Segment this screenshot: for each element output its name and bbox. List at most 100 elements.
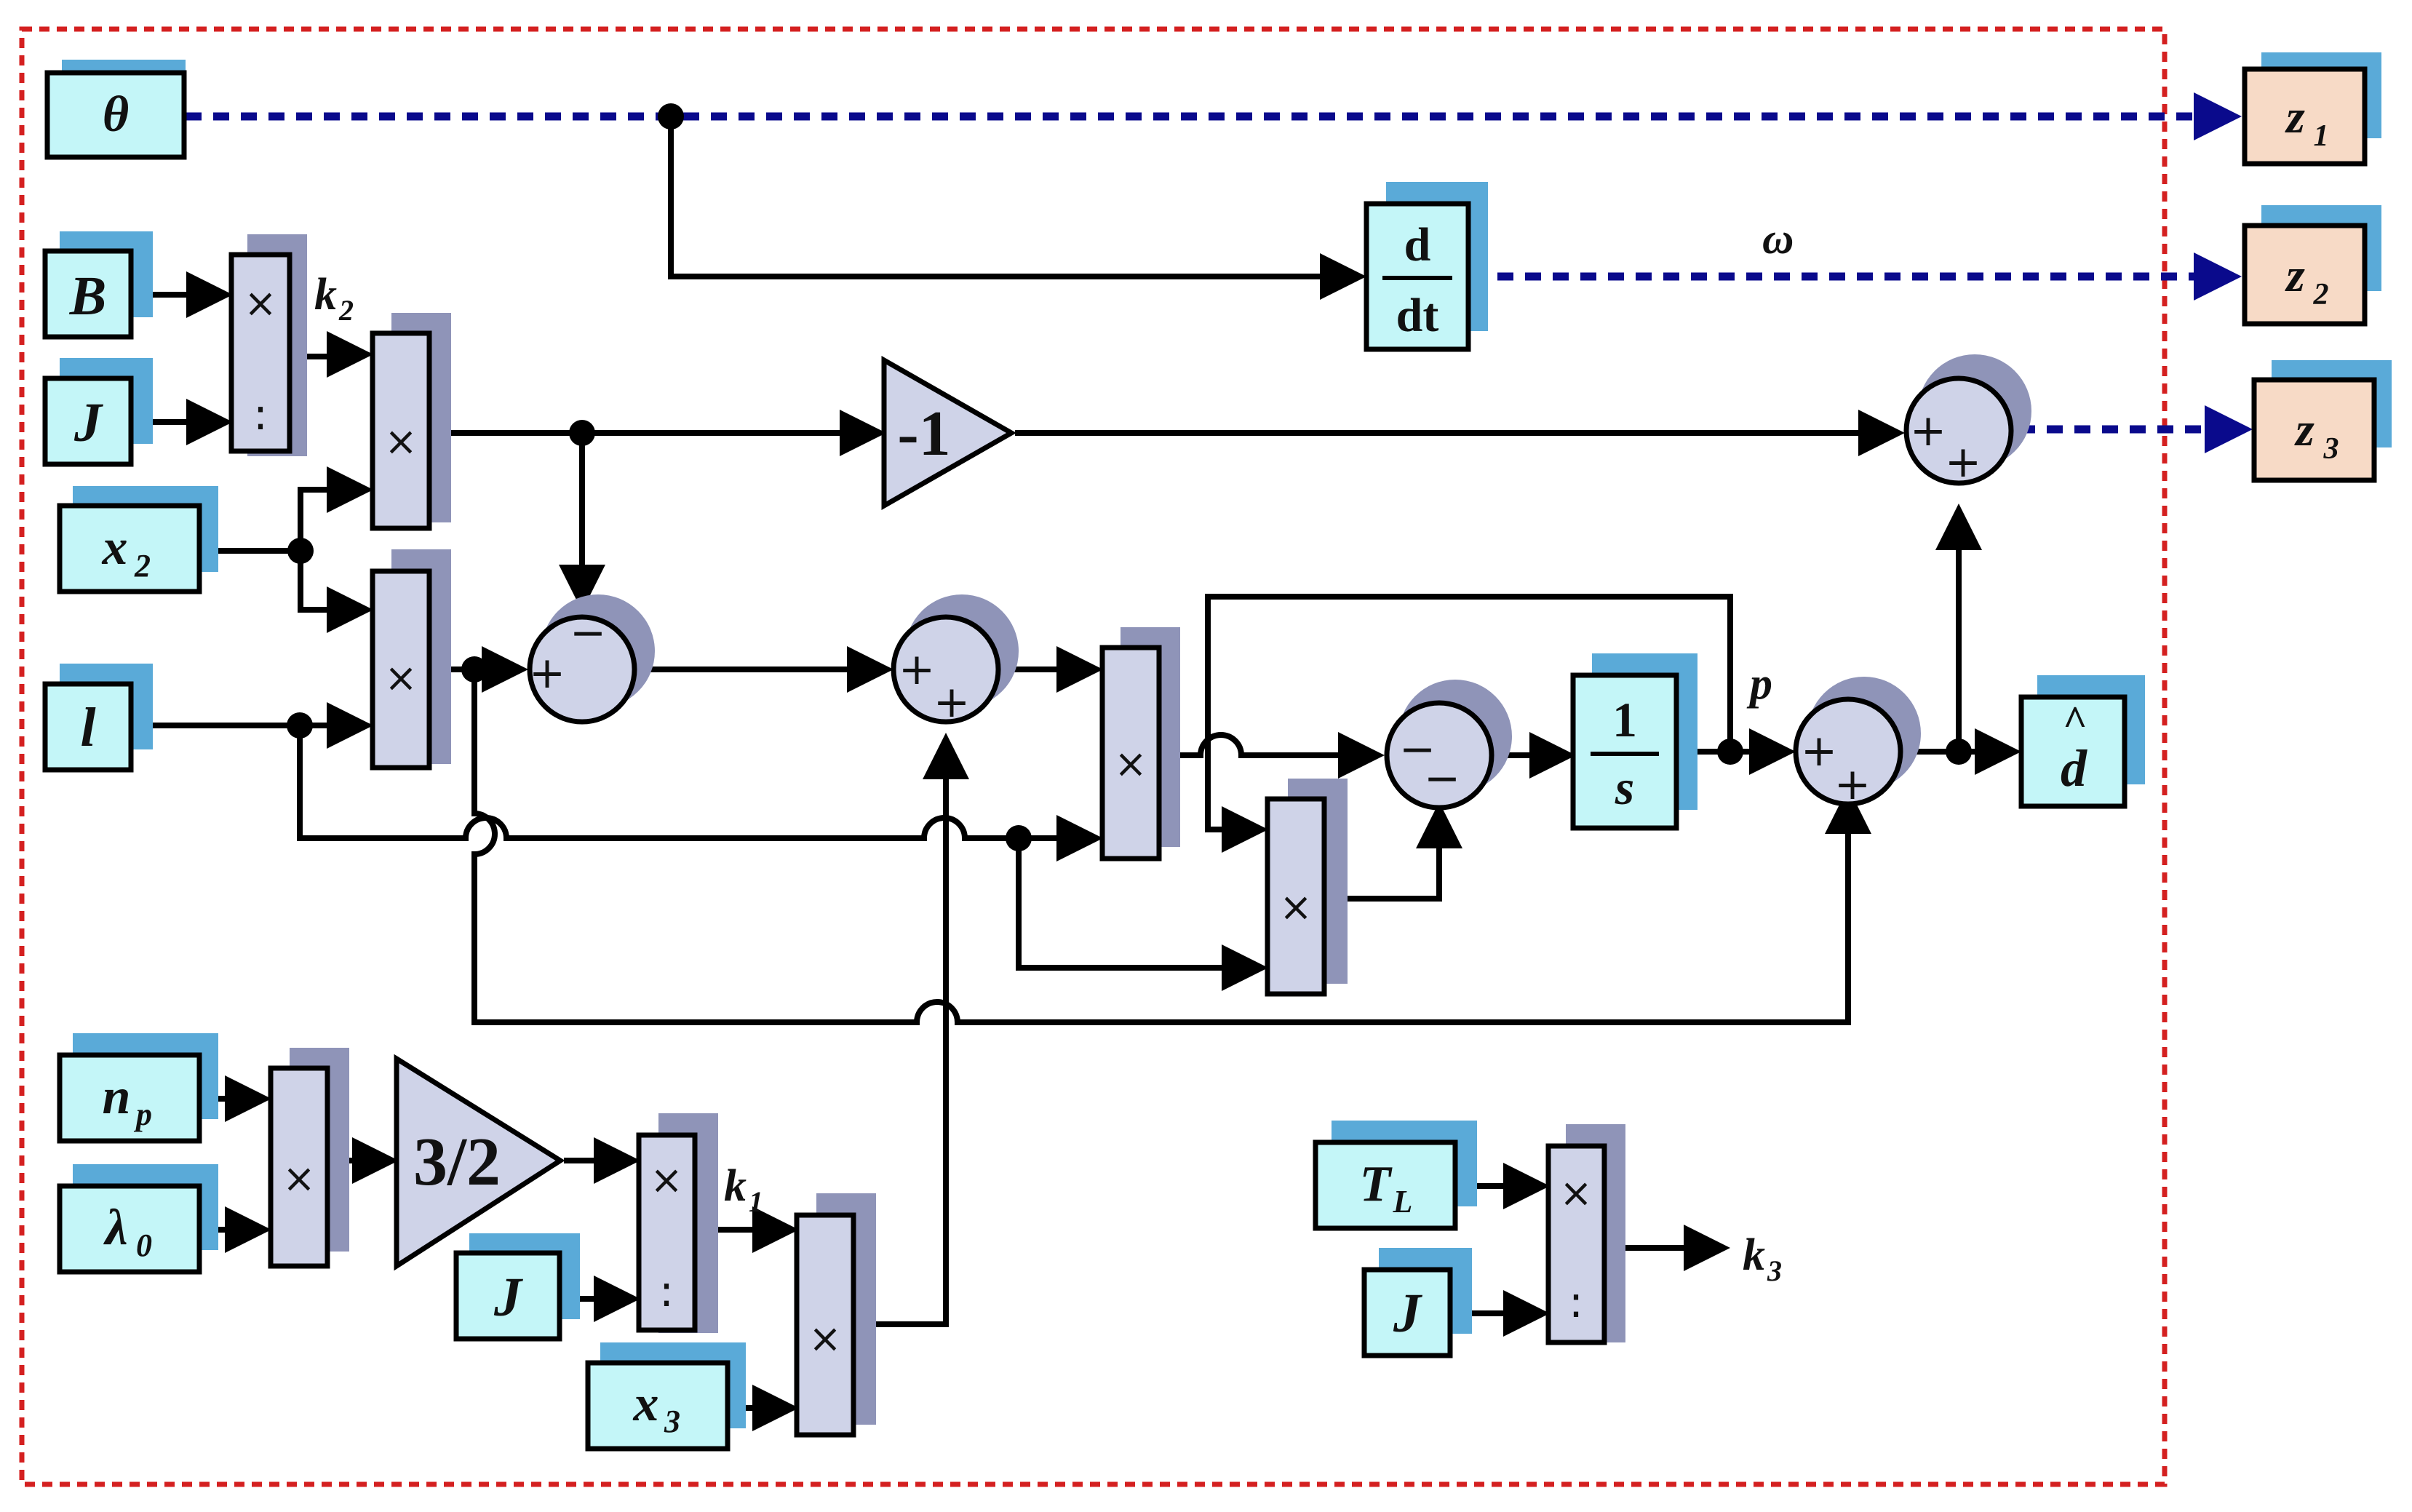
plus-sign: + [1801,725,1837,776]
sum-junction-final: + + [1903,354,2031,488]
output-z3-block: z 3 [2251,360,2392,483]
j-mid-label: J [493,1267,523,1328]
input-x2-block: x 2 [57,486,218,594]
multiply-block-2: × [370,549,451,771]
derivative-block: d dt [1364,182,1488,352]
multiply-block-1: × [370,313,451,531]
minus-sign: − [1424,753,1460,804]
junction-dots [287,103,1972,851]
j-right-label: J [1393,1283,1422,1344]
dhat-label: d [2061,739,2087,797]
plus-sign: + [1945,437,1981,488]
theta-label: θ [103,87,129,143]
times-symbol: × [1559,1170,1592,1216]
plus-sign: + [529,648,565,699]
divide-block-k3: × : [1545,1124,1625,1345]
output-z1-block: z 1 [2242,52,2381,167]
plus-sign: + [899,644,935,695]
lambda0-label: λ [103,1200,127,1256]
multiply-block-np-lambda: × [268,1048,349,1269]
divide-symbol: : [253,389,268,440]
integrator-block: 1 s [1570,653,1697,831]
tl-label: T [1360,1156,1393,1212]
times-symbol: × [384,418,417,464]
system-boundary [19,26,2168,1487]
tl-subscript: L [1393,1184,1413,1219]
input-b-block: B [42,231,153,340]
output-dhat-block: ^ d [2018,675,2145,809]
input-j-top-block: J [42,358,153,467]
divide-block-bj: × : [228,234,307,456]
times-symbol: × [282,1155,315,1201]
integrator-denominator: s [1615,760,1634,815]
z3-subscript: 3 [2323,432,2339,466]
plus-sign: + [1910,405,1946,456]
x3-label: x [633,1376,659,1432]
input-j-right-block: J [1361,1248,1472,1358]
gain-3-2: 3/2 [394,1054,565,1271]
input-x3-block: x 3 [585,1342,746,1452]
k2-label: k [314,270,337,319]
sum-junction-2: + + [891,594,1019,728]
times-symbol: × [650,1157,682,1203]
multiply-block-4: × [1265,779,1348,997]
times-symbol: × [384,655,417,701]
b-label: B [69,266,107,327]
gain-neg1: -1 [881,355,1017,511]
multiply-block-3: × [1099,627,1180,862]
x2-label: x [102,520,128,576]
input-lambda0-block: λ 0 [57,1164,218,1275]
z3-label: z [2294,403,2315,456]
divide-block-k1: × : [636,1113,718,1333]
sum-junction-3: + + [1793,677,1921,810]
z2-label: z [2285,249,2305,302]
divide-symbol: : [1569,1277,1583,1328]
times-symbol: × [808,1316,841,1361]
divide-symbol: : [659,1266,674,1317]
omega-label: ω [1762,215,1794,263]
times-symbol: × [1279,884,1312,930]
input-l-block: l [42,664,153,773]
j-top-label: J [73,392,103,453]
annotation-k3: k 3 [1743,1230,1782,1287]
minus-sign: − [570,608,606,658]
l-label: l [80,697,95,758]
gain-3-2-label: 3/2 [413,1124,501,1200]
x2-subscript: 2 [134,548,151,584]
sum-junction-minus: − − [1384,680,1512,811]
gain-neg1-label: -1 [897,399,950,469]
derivative-denominator: dt [1396,289,1439,342]
k1-label: k [724,1161,747,1211]
lambda0-subscript: 0 [136,1227,152,1263]
signal-wires [131,92,2253,1431]
input-theta-block: θ [44,60,187,160]
z1-subscript: 1 [2314,119,2329,153]
z2-subscript: 2 [2313,278,2329,311]
p-label: p [1746,659,1772,709]
input-tl-block: T L [1313,1121,1477,1231]
z1-label: z [2285,90,2305,143]
minus-sign: − [1399,724,1436,775]
input-j-mid-block: J [453,1233,580,1342]
derivative-numerator: d [1404,218,1431,271]
times-symbol: × [244,280,276,326]
multiply-block-k1-x3: × [794,1193,876,1438]
x3-subscript: 3 [664,1404,680,1439]
k3-subscript: 3 [1767,1254,1782,1287]
times-symbol: × [1114,741,1147,787]
sum-junction-1: + − [527,594,655,725]
k3-label: k [1743,1230,1765,1280]
plus-sign: + [934,677,970,728]
annotation-k2: k 2 [314,270,354,327]
input-np-block: n p [57,1033,218,1144]
k2-subscript: 2 [338,294,354,327]
np-label: n [103,1069,131,1125]
plus-sign: + [1834,759,1871,810]
integrator-numerator: 1 [1612,692,1637,747]
np-subscript: p [133,1097,152,1132]
annotation-k1: k 1 [724,1161,763,1218]
dhat-hat: ^ [2063,697,2087,744]
output-z2-block: z 2 [2242,205,2381,327]
k1-subscript: 1 [749,1185,763,1218]
